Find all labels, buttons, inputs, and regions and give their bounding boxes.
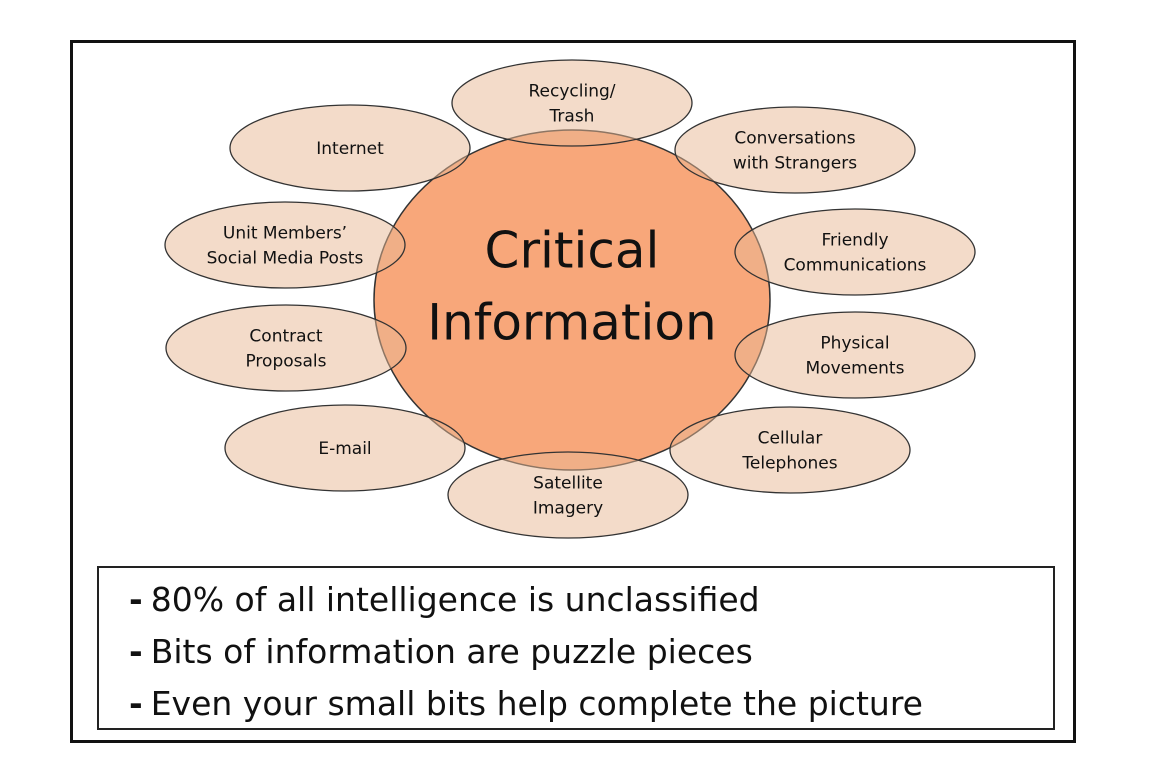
note-item: -Bits of information are puzzle pieces: [129, 632, 753, 671]
source-ellipse: [734, 208, 976, 296]
source-ellipse: [229, 104, 471, 192]
diagram-frame: [70, 40, 1076, 743]
source-ellipse: [451, 59, 693, 147]
source-ellipse: [674, 106, 916, 194]
source-ellipse: [224, 404, 466, 492]
source-label: E-mail: [318, 439, 371, 459]
source-ellipse: [447, 451, 689, 539]
source-ellipse: [669, 406, 911, 494]
source-label: Internet: [316, 139, 384, 159]
source-ellipse: [734, 311, 976, 399]
source-ellipse: [164, 201, 406, 289]
notes-box: -80% of all intelligence is unclassified…: [97, 566, 1055, 730]
source-label: Unit Members’Social Media Posts: [207, 223, 364, 268]
source-label: Recycling/Trash: [528, 81, 615, 126]
note-item: -80% of all intelligence is unclassified: [129, 580, 760, 619]
note-item: -Even your small bits help complete the …: [129, 684, 923, 723]
source-ellipse: [165, 304, 407, 392]
